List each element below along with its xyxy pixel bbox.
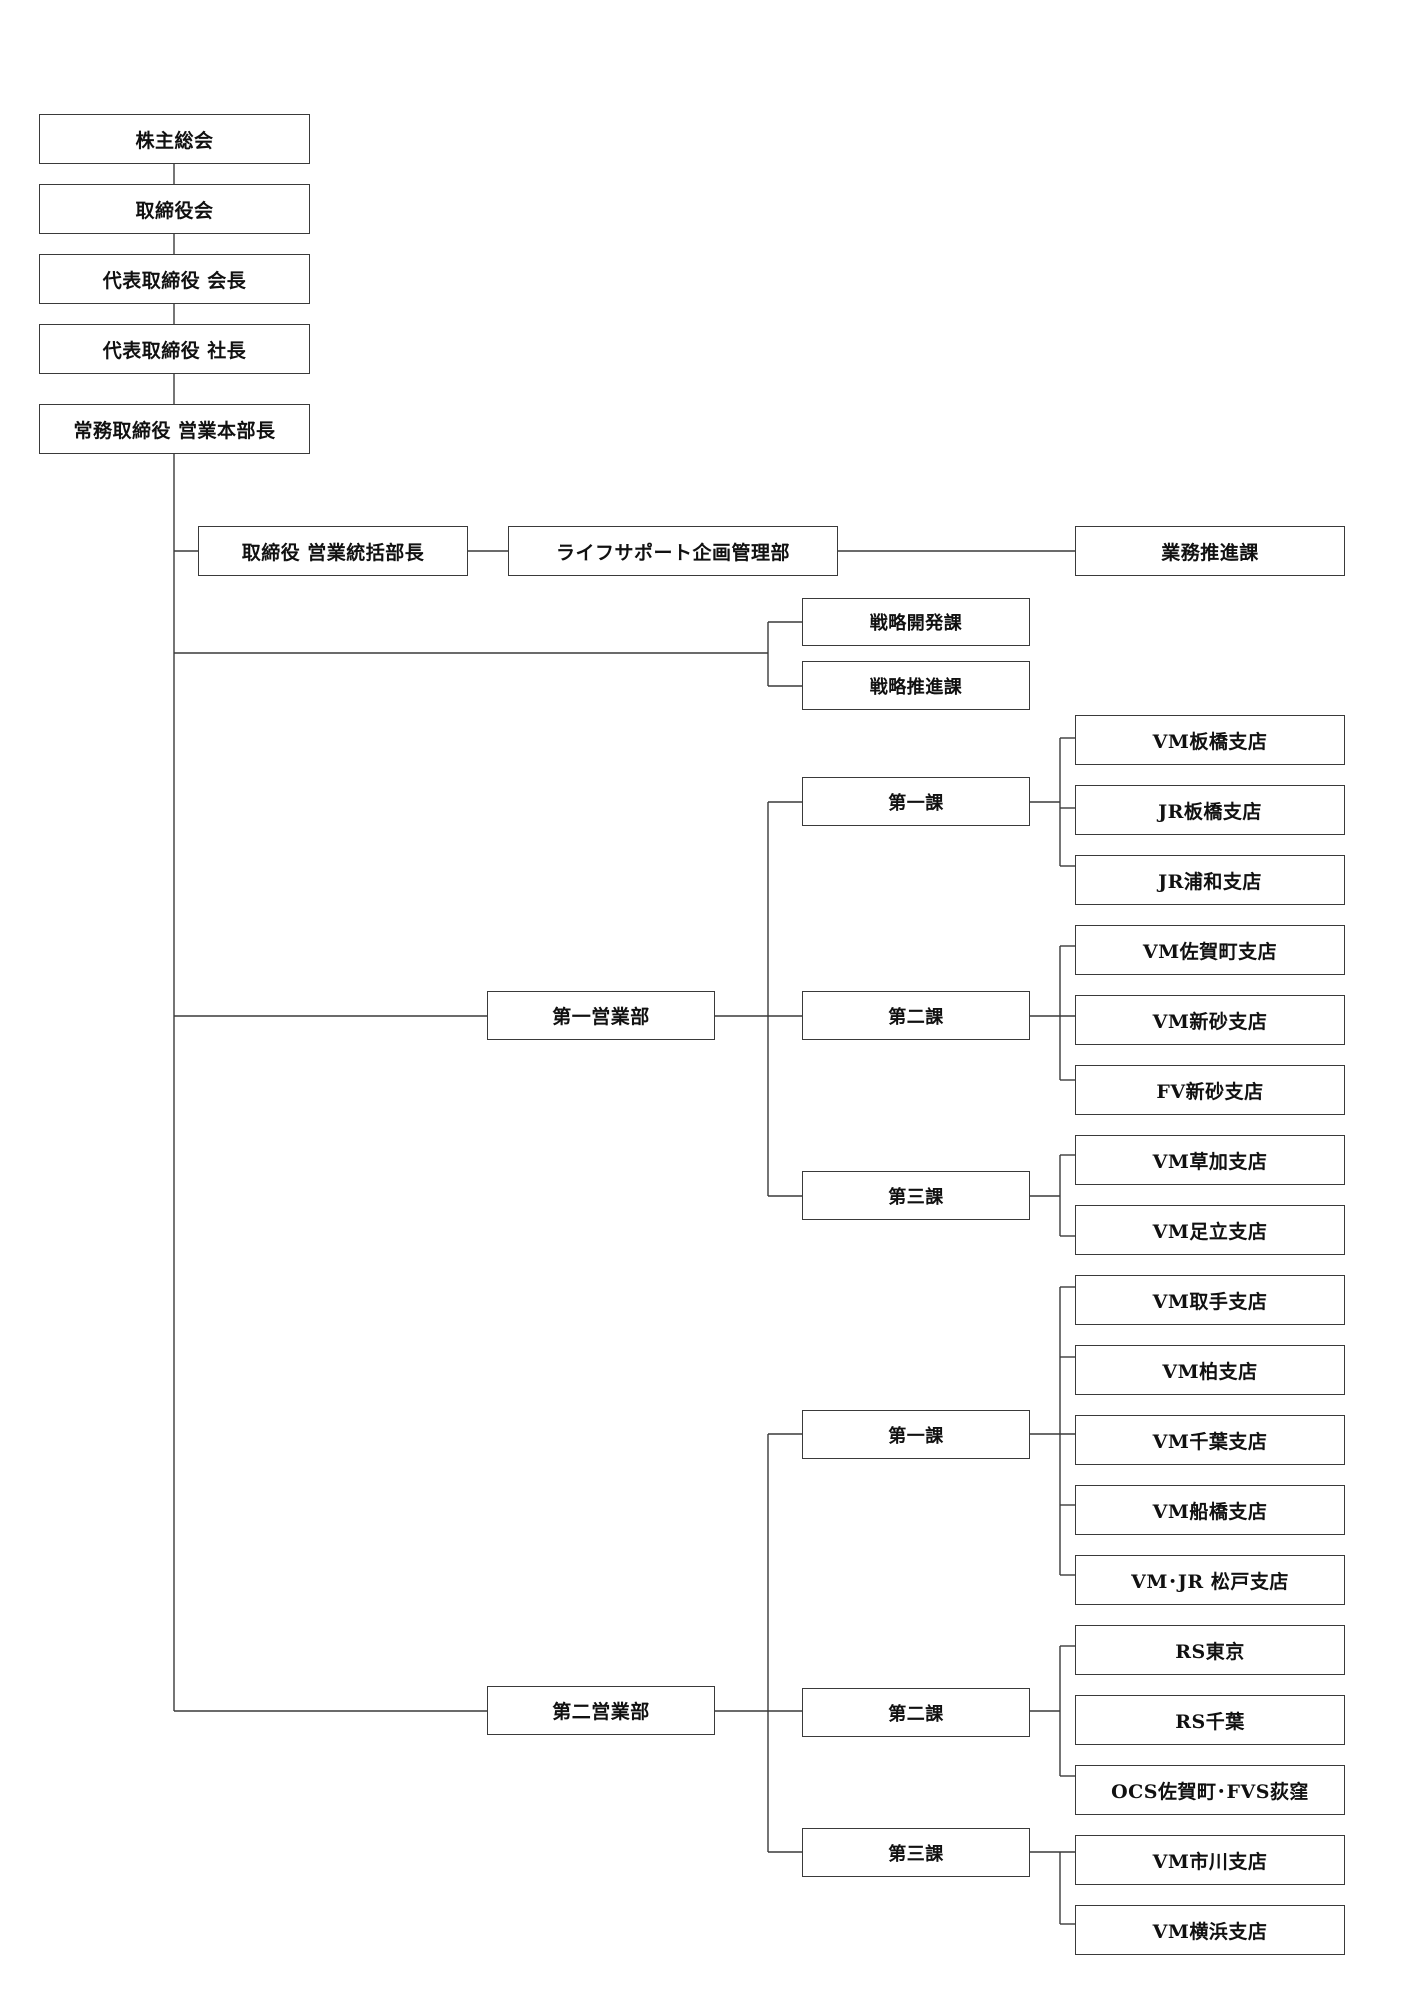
node-president: 代表取締役 社長 [39, 324, 310, 374]
node-dept1-sec3: 第三課 [802, 1171, 1030, 1220]
node-dept1-sec2: 第二課 [802, 991, 1030, 1040]
node-dept2: 第二営業部 [487, 1686, 715, 1735]
node-dept1: 第一営業部 [487, 991, 715, 1040]
node-ocs-fvs: OCS佐賀町･FVS荻窪 [1075, 1765, 1345, 1815]
node-vm-adachi: VM足立支店 [1075, 1205, 1345, 1255]
node-life-support: ライフサポート企画管理部 [508, 526, 838, 576]
node-biz-promo: 業務推進課 [1075, 526, 1345, 576]
node-rs-tokyo: RS東京 [1075, 1625, 1345, 1675]
node-sales-gm: 取締役 営業統括部長 [198, 526, 468, 576]
node-strategy-promo: 戦略推進課 [802, 661, 1030, 710]
node-fv-shinsuna: FV新砂支店 [1075, 1065, 1345, 1115]
node-vm-sagacho: VM佐賀町支店 [1075, 925, 1345, 975]
node-strategy-dev: 戦略開発課 [802, 598, 1030, 646]
node-rs-chiba: RS千葉 [1075, 1695, 1345, 1745]
node-vm-shinsuna: VM新砂支店 [1075, 995, 1345, 1045]
node-vm-funabashi: VM船橋支店 [1075, 1485, 1345, 1535]
node-vm-ichikawa: VM市川支店 [1075, 1835, 1345, 1885]
node-shareholders: 株主総会 [39, 114, 310, 164]
node-dept1-sec1: 第一課 [802, 777, 1030, 826]
node-dept2-sec2: 第二課 [802, 1688, 1030, 1737]
node-vm-kashiwa: VM柏支店 [1075, 1345, 1345, 1395]
node-jr-itabashi: JR板橋支店 [1075, 785, 1345, 835]
node-sales-head: 常務取締役 営業本部長 [39, 404, 310, 454]
node-jr-urawa: JR浦和支店 [1075, 855, 1345, 905]
node-chairman: 代表取締役 会長 [39, 254, 310, 304]
node-board: 取締役会 [39, 184, 310, 234]
node-vm-chiba: VM千葉支店 [1075, 1415, 1345, 1465]
node-dept2-sec3: 第三課 [802, 1828, 1030, 1877]
node-dept2-sec1: 第一課 [802, 1410, 1030, 1459]
node-vm-itabashi: VM板橋支店 [1075, 715, 1345, 765]
node-vm-toride: VM取手支店 [1075, 1275, 1345, 1325]
node-vm-soka: VM草加支店 [1075, 1135, 1345, 1185]
node-vm-jr-matsudo: VM･JR 松戸支店 [1075, 1555, 1345, 1605]
node-vm-yokohama: VM横浜支店 [1075, 1905, 1345, 1955]
